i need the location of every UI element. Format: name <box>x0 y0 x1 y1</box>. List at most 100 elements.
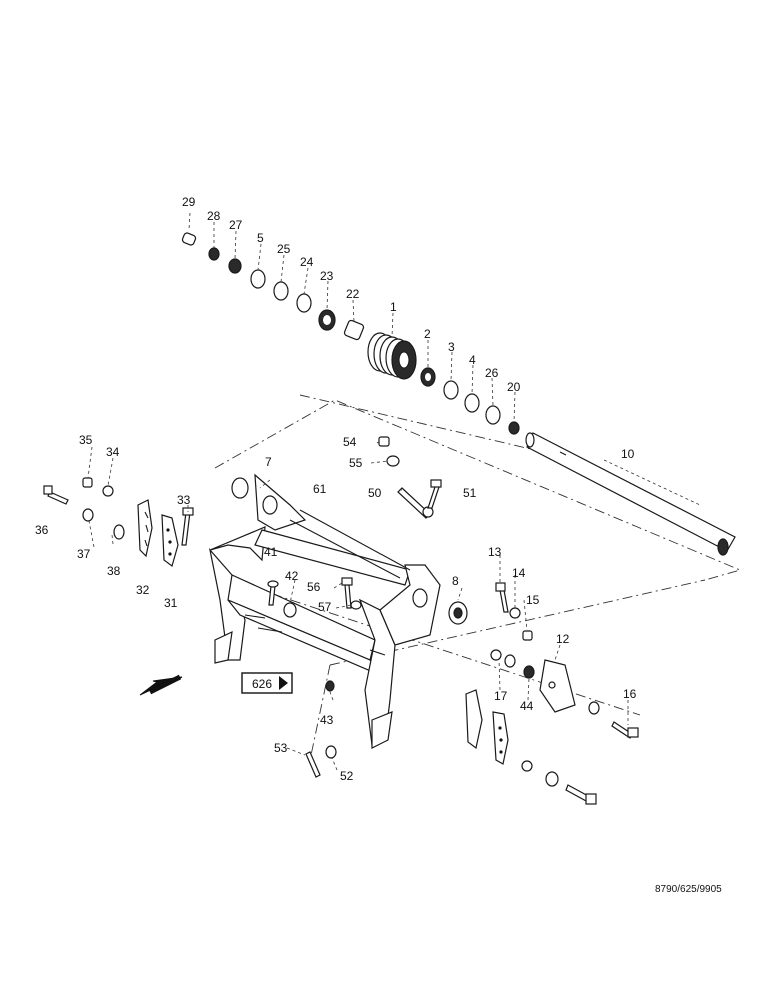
part-31b-knife[interactable] <box>492 711 509 765</box>
label-14: 14 <box>512 566 526 580</box>
label-41: 41 <box>264 545 278 559</box>
part-25-ring[interactable] <box>273 281 289 301</box>
part-7-bushing[interactable] <box>231 477 249 499</box>
label-44: 44 <box>520 699 534 713</box>
part-32-knife[interactable] <box>137 499 153 558</box>
label-13: 13 <box>488 545 502 559</box>
label-38: 38 <box>107 564 121 578</box>
part-labels: 29 28 27 5 25 24 23 22 1 2 3 4 26 20 10 … <box>35 195 637 783</box>
label-20: 20 <box>507 380 521 394</box>
label-56: 56 <box>307 580 321 594</box>
part-16-washer[interactable] <box>588 701 600 715</box>
direction-arrow-icon-body <box>148 674 182 695</box>
part-32b-knife[interactable] <box>465 689 483 750</box>
label-52: 52 <box>340 769 354 783</box>
label-51: 51 <box>463 486 477 500</box>
shaft-stack <box>181 232 520 435</box>
part-4-washer[interactable] <box>464 393 480 413</box>
part-50-bolt[interactable] <box>397 487 434 519</box>
part-55-washer[interactable] <box>386 455 400 467</box>
part-29-pin[interactable] <box>181 232 197 246</box>
label-27: 27 <box>229 218 243 232</box>
part-17b-washer[interactable] <box>504 654 516 668</box>
leaders <box>87 212 701 771</box>
axis-line-lower <box>214 574 641 716</box>
drawing-reference: 8790/625/9905 <box>655 884 722 895</box>
part-12-bracket[interactable] <box>539 659 576 713</box>
part-36-bolt[interactable] <box>43 485 69 505</box>
label-61: 61 <box>313 482 327 496</box>
part-33-bolt[interactable] <box>181 507 194 546</box>
part-53-pin[interactable] <box>305 751 321 778</box>
part-5-ring[interactable] <box>250 269 266 289</box>
label-37: 37 <box>77 547 91 561</box>
part-56-bolt[interactable] <box>341 577 353 609</box>
page-ref-626-button[interactable]: 626 <box>241 672 293 694</box>
label-1: 1 <box>390 300 397 314</box>
part-15-nut[interactable] <box>522 630 533 641</box>
part-8-bushing[interactable] <box>412 588 468 625</box>
part-14-washer[interactable] <box>509 607 521 619</box>
axis-line-upper <box>299 394 536 451</box>
part-17-washer[interactable] <box>490 649 502 661</box>
label-55: 55 <box>349 456 363 470</box>
label-31: 31 <box>164 596 178 610</box>
part-34-washer[interactable] <box>102 485 114 497</box>
label-8: 8 <box>452 574 459 588</box>
part-27-ring[interactable] <box>228 258 242 274</box>
part-lower-bolt[interactable] <box>565 784 597 805</box>
label-4: 4 <box>469 353 476 367</box>
part-lower-washer-a[interactable] <box>521 760 533 772</box>
part-20-ring[interactable] <box>508 421 520 435</box>
label-5: 5 <box>257 231 264 245</box>
label-36: 36 <box>35 523 49 537</box>
label-25: 25 <box>277 242 291 256</box>
label-35: 35 <box>79 433 93 447</box>
label-10: 10 <box>621 447 635 461</box>
page-ref-626-label: 626 <box>252 677 272 691</box>
part-3-ring[interactable] <box>443 380 459 400</box>
part-52-washer[interactable] <box>325 745 337 759</box>
label-3: 3 <box>448 340 455 354</box>
part-54-nut[interactable] <box>378 436 390 447</box>
part-10-shaft[interactable] <box>525 432 736 556</box>
label-7: 7 <box>265 455 272 469</box>
part-61-frame[interactable] <box>208 473 441 749</box>
part-51-bolt[interactable] <box>427 479 442 509</box>
label-15: 15 <box>526 593 540 607</box>
part-lower-washer-b[interactable] <box>545 771 559 787</box>
label-23: 23 <box>320 269 334 283</box>
label-12: 12 <box>556 632 570 646</box>
part-43-nut[interactable] <box>325 680 335 692</box>
part-1-pulley[interactable] <box>367 332 417 380</box>
part-24-washer[interactable] <box>296 293 312 313</box>
label-50: 50 <box>368 486 382 500</box>
label-42: 42 <box>285 569 299 583</box>
label-33: 33 <box>177 493 191 507</box>
part-22-bushing[interactable] <box>343 319 365 341</box>
part-41-bolt[interactable] <box>267 580 279 606</box>
part-28-ring[interactable] <box>208 247 220 261</box>
label-22: 22 <box>346 287 360 301</box>
label-17: 17 <box>494 689 508 703</box>
label-28: 28 <box>207 209 221 223</box>
part-16-bolt[interactable] <box>611 721 639 739</box>
label-43: 43 <box>320 713 334 727</box>
label-57: 57 <box>318 600 332 614</box>
part-44-nut[interactable] <box>523 665 535 679</box>
label-29: 29 <box>182 195 196 209</box>
label-32: 32 <box>136 583 150 597</box>
part-42-washer[interactable] <box>283 602 297 618</box>
part-57-washer[interactable] <box>350 600 362 610</box>
part-26-ring[interactable] <box>485 405 501 425</box>
label-34: 34 <box>106 445 120 459</box>
part-37-washer[interactable] <box>82 508 94 522</box>
label-54: 54 <box>343 435 357 449</box>
part-38-washer[interactable] <box>113 524 125 540</box>
part-35-nut[interactable] <box>82 477 93 488</box>
part-13-bolt[interactable] <box>495 582 509 613</box>
label-26: 26 <box>485 366 499 380</box>
label-24: 24 <box>300 255 314 269</box>
label-16: 16 <box>623 687 637 701</box>
